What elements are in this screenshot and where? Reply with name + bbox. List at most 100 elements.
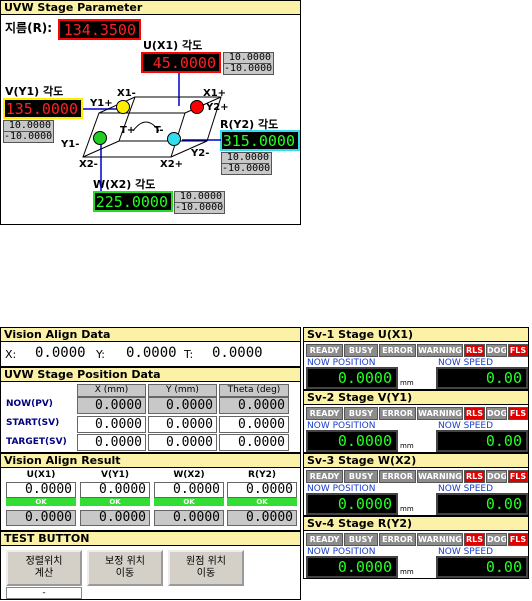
position-unit: mm [400, 505, 414, 513]
vision-y-label: Y: [96, 348, 105, 361]
status-fls-indicator: FLS [508, 470, 528, 483]
status-warning-indicator: WARNING [417, 407, 463, 420]
panel-title: UVW Stage Parameter [1, 1, 300, 15]
w-angle-display[interactable]: 225.0000 [93, 191, 173, 212]
stage-position-panel: UVW Stage Position Data X (mm) Y (mm) Th… [0, 367, 301, 453]
status-rls-indicator: RLS [464, 344, 485, 357]
vision-t-label: T: [184, 348, 194, 361]
status-rls-indicator: RLS [464, 470, 485, 483]
status-warning-indicator: WARNING [417, 344, 463, 357]
r-angle-display[interactable]: 315.0000 [220, 130, 300, 151]
w-angle-label: W(X2) 각도 [93, 178, 156, 191]
u-limit-box[interactable]: 10.0000 -10.0000 [223, 52, 274, 75]
button-label-line1: 원점 위치 [186, 556, 226, 567]
panel-title: Vision Align Data [1, 328, 300, 342]
move-origin-position-button[interactable]: 원점 위치 이동 [168, 550, 244, 586]
status-busy-indicator: BUSY [344, 533, 378, 546]
status-dog-indicator: DOG [486, 533, 507, 546]
u-upper-limit: 10.0000 [228, 52, 271, 63]
radius-label: 지름(R): [5, 21, 53, 35]
status-warning-indicator: WARNING [417, 470, 463, 483]
status-ready-indicator: READY [306, 407, 343, 420]
status-ready-indicator: READY [306, 470, 343, 483]
position-unit: mm [400, 379, 414, 387]
button-label-line1: 보정 위치 [105, 556, 145, 567]
axis-t-minus: T- [154, 125, 164, 136]
status-error-indicator: ERROR [379, 533, 416, 546]
r-axis-dot [167, 132, 181, 146]
result-w-head: W(X2) [173, 470, 205, 480]
axis-y2-plus: Y2+ [206, 102, 229, 113]
servo-panel-2: Sv-2 Stage V(Y1) READY BUSY ERROR WARNIN… [303, 390, 529, 453]
status-error-indicator: ERROR [379, 470, 416, 483]
r-limit-box[interactable]: 10.0000 -10.0000 [221, 152, 272, 175]
calc-align-position-button[interactable]: 정렬위치 계산 [6, 550, 82, 586]
v-angle-label: V(Y1) 각도 [5, 85, 64, 98]
start-y-value[interactable]: 0.0000 [148, 416, 217, 433]
status-rls-indicator: RLS [464, 533, 485, 546]
now-position-display: 0.0000 [306, 493, 398, 515]
stage-diagram [82, 73, 222, 191]
servo-panel-3: Sv-3 Stage W(X2) READY BUSY ERROR WARNIN… [303, 453, 529, 516]
r-upper-limit: 10.0000 [226, 152, 269, 163]
radius-display[interactable]: 134.3500 [58, 19, 141, 40]
result-r-head: R(Y2) [248, 470, 276, 480]
result-w-value: 0.0000 [154, 482, 224, 498]
axis-y2-minus: Y2- [191, 148, 210, 159]
servo-panel-1: Sv-1 Stage U(X1) READY BUSY ERROR WARNIN… [303, 327, 529, 390]
w-limit-box[interactable]: 10.0000 -10.0000 [174, 191, 225, 214]
status-ready-indicator: READY [306, 533, 343, 546]
status-busy-indicator: BUSY [344, 470, 378, 483]
result-w-ok-badge: OK [154, 498, 224, 506]
u-axis-dot [190, 100, 204, 114]
row-now-label: NOW(PV) [6, 399, 53, 409]
column-y-head: Y (mm) [148, 384, 217, 397]
test-button-panel: TEST BUTTON 정렬위치 계산 보정 위치 이동 원점 위치 이동 - [0, 531, 301, 600]
u-lower-limit: -10.0000 [224, 63, 273, 74]
axis-x1-plus: X1+ [203, 88, 227, 99]
v-angle-display[interactable]: 135.0000 [3, 98, 83, 119]
v-axis-dot [116, 100, 130, 114]
result-v-ok-badge: OK [80, 498, 150, 506]
now-speed-label: NOW SPEED [438, 358, 494, 368]
position-unit: mm [400, 442, 414, 450]
now-x-value: 0.0000 [77, 397, 146, 414]
uvw-stage-parameter-panel: UVW Stage Parameter 지름(R): 134.3500 U(X1… [0, 0, 301, 225]
now-speed-label: NOW SPEED [438, 421, 494, 431]
start-theta-value[interactable]: 0.0000 [219, 416, 289, 433]
now-position-label: NOW POSITION [307, 484, 376, 494]
move-correction-position-button[interactable]: 보정 위치 이동 [87, 550, 163, 586]
start-x-value[interactable]: 0.0000 [77, 416, 146, 433]
position-unit: mm [400, 568, 414, 576]
now-speed-display: 0.00 [436, 556, 528, 578]
result-u-ok-badge: OK [6, 498, 76, 506]
status-ready-indicator: READY [306, 344, 343, 357]
panel-title: UVW Stage Position Data [1, 368, 300, 382]
now-y-value: 0.0000 [148, 397, 217, 414]
result-u-value2: 0.0000 [6, 510, 76, 526]
status-dog-indicator: DOG [486, 407, 507, 420]
u-angle-label: U(X1) 각도 [143, 39, 203, 52]
v-limit-box[interactable]: 10.0000 -10.0000 [3, 120, 54, 143]
vision-t-value: 0.0000 [212, 345, 263, 361]
status-dog-indicator: DOG [486, 344, 507, 357]
servo-title: Sv-3 Stage W(X2) [304, 454, 528, 468]
vision-y-value: 0.0000 [126, 345, 177, 361]
r-lower-limit: -10.0000 [222, 163, 271, 174]
w-lower-limit: -10.0000 [175, 202, 224, 213]
now-position-label: NOW POSITION [307, 358, 376, 368]
test-status-field: - [6, 587, 82, 599]
target-theta-value[interactable]: 0.0000 [219, 434, 289, 451]
axis-y1-minus: Y1- [61, 139, 80, 150]
now-theta-value: 0.0000 [219, 397, 289, 414]
w-axis-dot [93, 131, 107, 145]
servo-panel-4: Sv-4 Stage R(Y2) READY BUSY ERROR WARNIN… [303, 516, 529, 579]
target-x-value[interactable]: 0.0000 [77, 434, 146, 451]
panel-title: TEST BUTTON [1, 532, 300, 546]
now-position-display: 0.0000 [306, 556, 398, 578]
now-position-label: NOW POSITION [307, 421, 376, 431]
button-label-line2: 계산 [34, 568, 54, 579]
u-angle-display[interactable]: 45.0000 [141, 52, 221, 73]
target-y-value[interactable]: 0.0000 [148, 434, 217, 451]
row-start-label: START(SV) [6, 418, 60, 428]
